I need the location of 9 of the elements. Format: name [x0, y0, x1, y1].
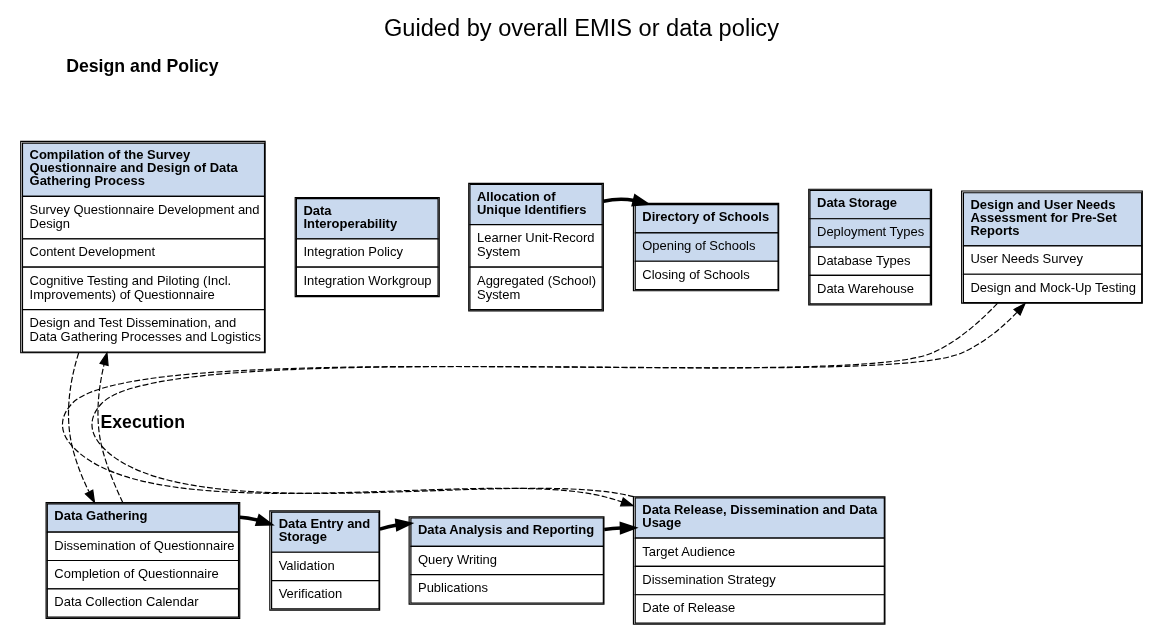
arrow — [96, 351, 123, 504]
arrow — [67, 352, 95, 505]
label: Design and Policy — [65, 56, 219, 77]
label: Execution — [99, 411, 185, 432]
arrow — [239, 513, 275, 527]
arrow — [378, 518, 414, 532]
arrow — [602, 193, 651, 207]
diagram-title: Guided by overall EMIS or data policy — [383, 15, 779, 42]
arrow — [603, 521, 639, 535]
